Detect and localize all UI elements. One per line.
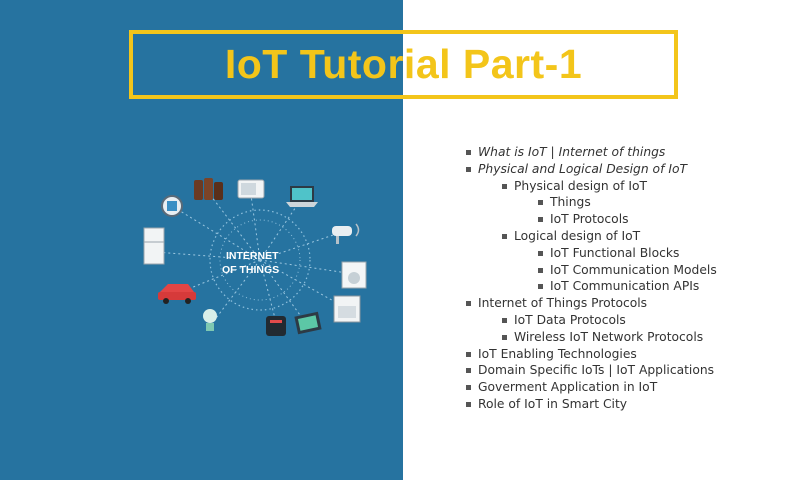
toc-item[interactable]: IoT Communication Models: [463, 262, 793, 279]
toc-item[interactable]: IoT Enabling Technologies: [463, 346, 793, 363]
refrigerator-icon: [143, 227, 165, 265]
microwave-icon: [237, 179, 265, 199]
outer-ring: [209, 209, 311, 311]
center-label-line1: INTERNET: [226, 250, 279, 262]
toc-item[interactable]: Goverment Application in IoT: [463, 379, 793, 396]
toc-item[interactable]: Physical and Logical Design of IoT: [463, 161, 793, 178]
connection-lines: [155, 187, 355, 331]
left-panel: [0, 0, 403, 480]
toc-item[interactable]: Role of IoT in Smart City: [463, 396, 793, 413]
bottles-icon: [194, 178, 223, 200]
title-box: IoT Tutorial Part-1: [129, 30, 678, 99]
oven-icon: [333, 295, 361, 323]
inner-ring: [219, 219, 301, 301]
toc-item[interactable]: Logical design of IoT: [463, 228, 793, 245]
smartwatch-icon: [161, 195, 183, 217]
center-label-line2: OF THINGS: [222, 264, 279, 276]
toc-item[interactable]: Internet of Things Protocols: [463, 295, 793, 312]
page-title: IoT Tutorial Part-1: [224, 41, 583, 87]
car-icon: [158, 284, 196, 304]
toc-item[interactable]: Domain Specific IoTs | IoT Applications: [463, 362, 793, 379]
iot-illustration: INTERNET OF THINGS: [143, 178, 367, 336]
toc-item[interactable]: IoT Data Protocols: [463, 312, 793, 329]
toc-item[interactable]: Wireless IoT Network Protocols: [463, 329, 793, 346]
smart-bulb-icon: [203, 309, 217, 331]
right-panel: [403, 0, 800, 480]
toc-item[interactable]: Physical design of IoT: [463, 178, 793, 195]
toc-item[interactable]: IoT Functional Blocks: [463, 245, 793, 262]
toc-item[interactable]: IoT Communication APIs: [463, 278, 793, 295]
toc-item[interactable]: What is IoT | Internet of things: [463, 144, 793, 161]
laptop-icon: [286, 186, 318, 207]
security-camera-icon: [332, 223, 360, 244]
tablet-icon: [294, 311, 322, 335]
washing-machine-icon: [341, 261, 367, 289]
smart-speaker-icon: [266, 316, 286, 336]
toc-item[interactable]: Things: [463, 194, 793, 211]
toc-item[interactable]: IoT Protocols: [463, 211, 793, 228]
